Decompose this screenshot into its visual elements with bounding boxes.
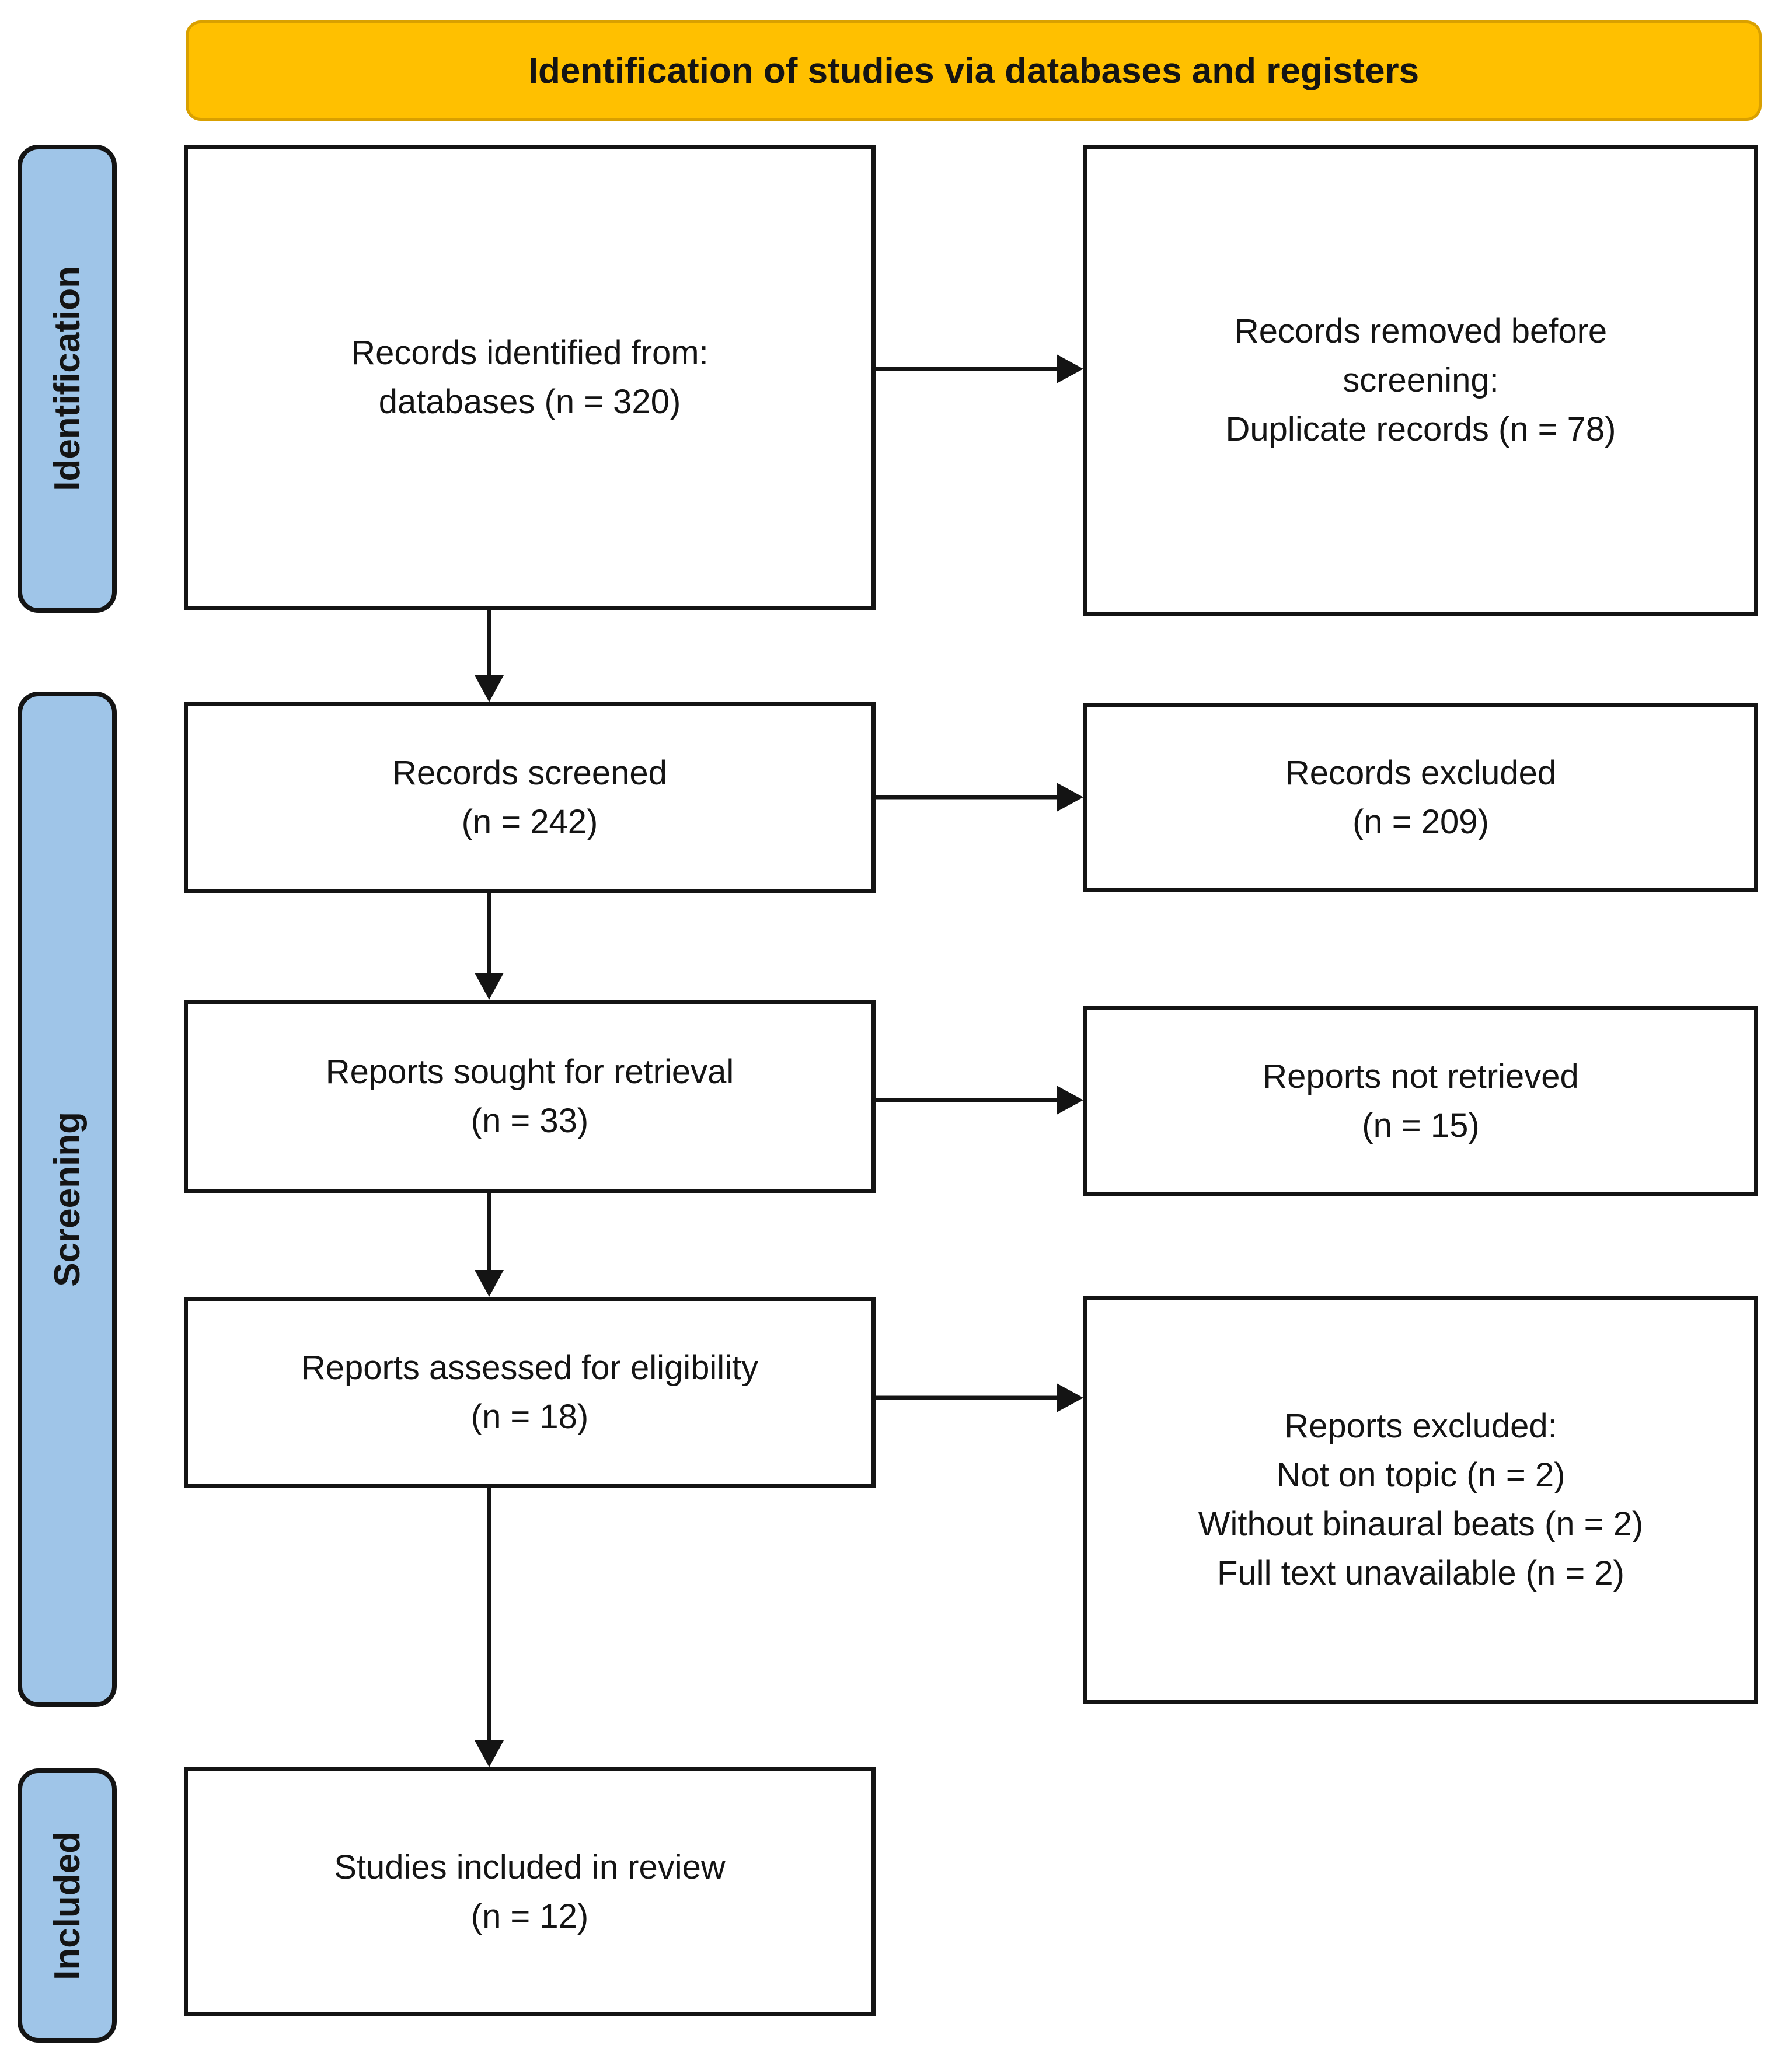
stage-bar-included: Included [18,1768,117,2043]
box-records-identified: Records identified from: databases (n = … [184,145,876,610]
box-text-line: Duplicate records (n = 78) [1225,410,1616,448]
arrow-down-sought-to-assessed [475,1193,504,1297]
box-text-line: (n = 242) [461,802,598,841]
arrow-head-right-icon [1057,1086,1083,1115]
stage-bar-screening: Screening [18,692,117,1707]
arrow-shaft [876,367,1059,371]
box-text-line: Reports assessed for eligibility [301,1349,759,1387]
stage-label-screening: Screening [47,1112,88,1287]
stage-bar-identification: Identification [18,145,117,613]
arrow-head-down-icon [475,675,504,702]
box-text-line: Records screened [392,753,667,792]
arrow-shaft [487,893,491,975]
banner-identification-via-databases: Identification of studies via databases … [186,20,1762,121]
arrow-head-right-icon [1057,783,1083,812]
box-text-line: Records removed before [1234,312,1608,350]
box-text-line: Reports excluded: [1284,1407,1557,1445]
arrow-right-sought-to-not-retrieved [876,1086,1083,1115]
arrow-right-identified-to-removed [876,354,1083,383]
arrow-down-screened-to-sought [475,893,504,1000]
arrow-down-identified-to-screened [475,610,504,702]
box-text-line: (n = 12) [470,1897,589,1935]
box-text-line: Reports sought for retrieval [325,1053,734,1091]
stage-label-identification: Identification [47,266,88,491]
arrow-head-down-icon [475,1740,504,1767]
box-text-line: Reports not retrieved [1263,1057,1579,1095]
arrow-shaft [487,1488,491,1743]
box-reports-excluded-reasons: Reports excluded: Not on topic (n = 2) W… [1083,1296,1758,1704]
arrow-head-down-icon [475,1270,504,1297]
box-text-line: Records excluded [1285,753,1557,792]
box-text-line: Full text unavailable (n = 2) [1217,1554,1624,1592]
box-text-line: Without binaural beats (n = 2) [1198,1505,1644,1543]
box-records-screened: Records screened (n = 242) [184,702,876,893]
box-text-line: (n = 209) [1352,802,1489,841]
arrow-shaft [876,1098,1059,1102]
box-records-excluded: Records excluded (n = 209) [1083,703,1758,892]
box-text-line: Studies included in review [334,1848,726,1886]
arrow-shaft [876,795,1059,800]
box-studies-included-in-review: Studies included in review (n = 12) [184,1767,876,2016]
arrow-down-assessed-to-included [475,1488,504,1767]
arrow-shaft [487,610,491,678]
box-text-line: Not on topic (n = 2) [1276,1456,1566,1494]
arrow-head-right-icon [1057,1383,1083,1412]
arrow-right-assessed-to-reports-excluded [876,1383,1083,1412]
box-text-line: databases (n = 320) [378,382,681,421]
stage-label-included: Included [47,1831,88,1980]
box-records-removed-before-screening: Records removed before screening: Duplic… [1083,145,1758,616]
box-text-line: Records identified from: [351,333,709,372]
box-text-line: (n = 33) [470,1102,589,1140]
box-reports-not-retrieved: Reports not retrieved (n = 15) [1083,1006,1758,1196]
box-reports-sought-for-retrieval: Reports sought for retrieval (n = 33) [184,1000,876,1193]
arrow-shaft [876,1395,1059,1400]
box-text-line: screening: [1343,361,1499,399]
box-text-line: (n = 18) [470,1398,589,1436]
box-text-line: (n = 15) [1362,1106,1480,1144]
arrow-shaft [487,1193,491,1272]
banner-title: Identification of studies via databases … [528,50,1420,91]
arrow-right-screened-to-excluded [876,783,1083,812]
box-reports-assessed-for-eligibility: Reports assessed for eligibility (n = 18… [184,1297,876,1488]
arrow-head-right-icon [1057,354,1083,383]
arrow-head-down-icon [475,973,504,1000]
